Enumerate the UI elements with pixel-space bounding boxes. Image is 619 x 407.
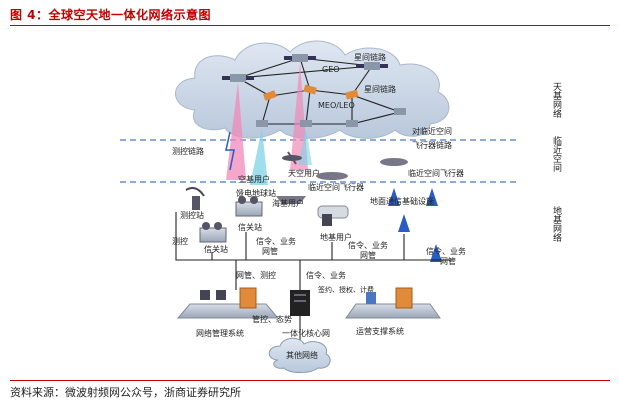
network-bus (175, 212, 451, 290)
near-space-link-label-1: 对临近空间 (412, 126, 452, 136)
tt-label: 测控 (172, 236, 188, 246)
network-mgmt-label-3: 网管 (440, 256, 456, 266)
layer-label-near: 临近空间 (551, 135, 562, 173)
signal-business-label-4: 信令、业务 (306, 270, 346, 280)
source-rule (10, 380, 610, 381)
ground-infrastructure-towers (388, 188, 442, 262)
network-mgmt-label-2: 网管 (360, 250, 376, 260)
tt-link-bolt (225, 131, 235, 171)
ops-support-platform (345, 287, 441, 319)
ground-user-label: 地基用户 (320, 232, 352, 242)
figure-title: 图 4：全球空天地一体化网络示意图 (10, 8, 212, 22)
near-space-vehicle-label: 临近空间飞行器 (308, 182, 364, 192)
signal-business-label-3: 信令、业务 (426, 246, 466, 256)
core-network-label: 一体化核心网 (282, 328, 330, 338)
tt-station-dish (185, 187, 205, 210)
near-space-link-label-2: 飞行器链路 (412, 140, 452, 150)
gateway-station-1-icon (235, 196, 263, 217)
core-network-server (290, 290, 310, 316)
network-mgmt-label-1: 网管 (262, 246, 278, 256)
ground-infrastructure-label: 地面通信基础设施 (370, 196, 434, 206)
other-networks-label: 其他网络 (286, 350, 318, 360)
sea-user-label: 海基用户 (272, 198, 304, 208)
layer-label-ground: 地基网络 (551, 205, 562, 243)
near-space-vehicle-label-2: 临近空间飞行器 (408, 168, 464, 178)
leo-satellites (256, 108, 406, 127)
inter-satellite-links (237, 57, 401, 125)
inter-sat-link-label-2: 星间链路 (364, 84, 396, 94)
gateway-station-2-label: 信关站 (204, 244, 228, 254)
tt-link-label: 测控链路 (172, 146, 204, 156)
meo-satellites (262, 84, 359, 101)
sky-user-label: 天空用户 (288, 168, 320, 178)
inter-sat-link-label-1: 星间链路 (354, 52, 386, 62)
figure-source: 资料来源：微波射频网公众号，浙商证券研究所 (10, 386, 241, 399)
ops-support-label: 运营支撑系统 (356, 326, 404, 336)
sea-user-ship (276, 196, 306, 204)
title-rule (10, 25, 610, 26)
satellite-beams (226, 62, 312, 185)
mgmt-tt-label: 网管、测控 (236, 270, 276, 280)
signal-business-label-1: 信令、业务 (256, 236, 296, 246)
tt-station-label: 测控站 (180, 210, 204, 220)
other-networks-cloud (268, 337, 331, 373)
sign-auth-bill-label: 签约、授权、计费 (318, 285, 374, 294)
layer-label-space: 天基网络 (551, 82, 562, 119)
near-space-vehicle-icon-1 (316, 172, 348, 180)
near-space-vehicle-icon-2 (380, 158, 408, 166)
meo-leo-label: MEO/LEO (318, 101, 355, 110)
ground-user-train (317, 205, 349, 226)
network-mgmt-platform (176, 287, 280, 319)
tt-situation-label: 管控、态势 (252, 314, 292, 324)
gateway-station-2-icon (199, 222, 227, 243)
sky-user-aircraft (282, 151, 302, 165)
geo-satellite-1 (222, 74, 254, 82)
feeder-station-label: 馈电地球站 (236, 188, 276, 198)
gateway-station-1-label: 信关站 (238, 222, 262, 232)
geo-label: GEO (322, 65, 340, 74)
space-user-label: 空基用户 (238, 174, 270, 184)
network-mgmt-system-label: 网络管理系统 (196, 328, 244, 338)
signal-business-label-2: 信令、业务 (348, 240, 388, 250)
geo-satellite-2 (284, 54, 316, 62)
geo-satellite-3 (356, 62, 388, 70)
